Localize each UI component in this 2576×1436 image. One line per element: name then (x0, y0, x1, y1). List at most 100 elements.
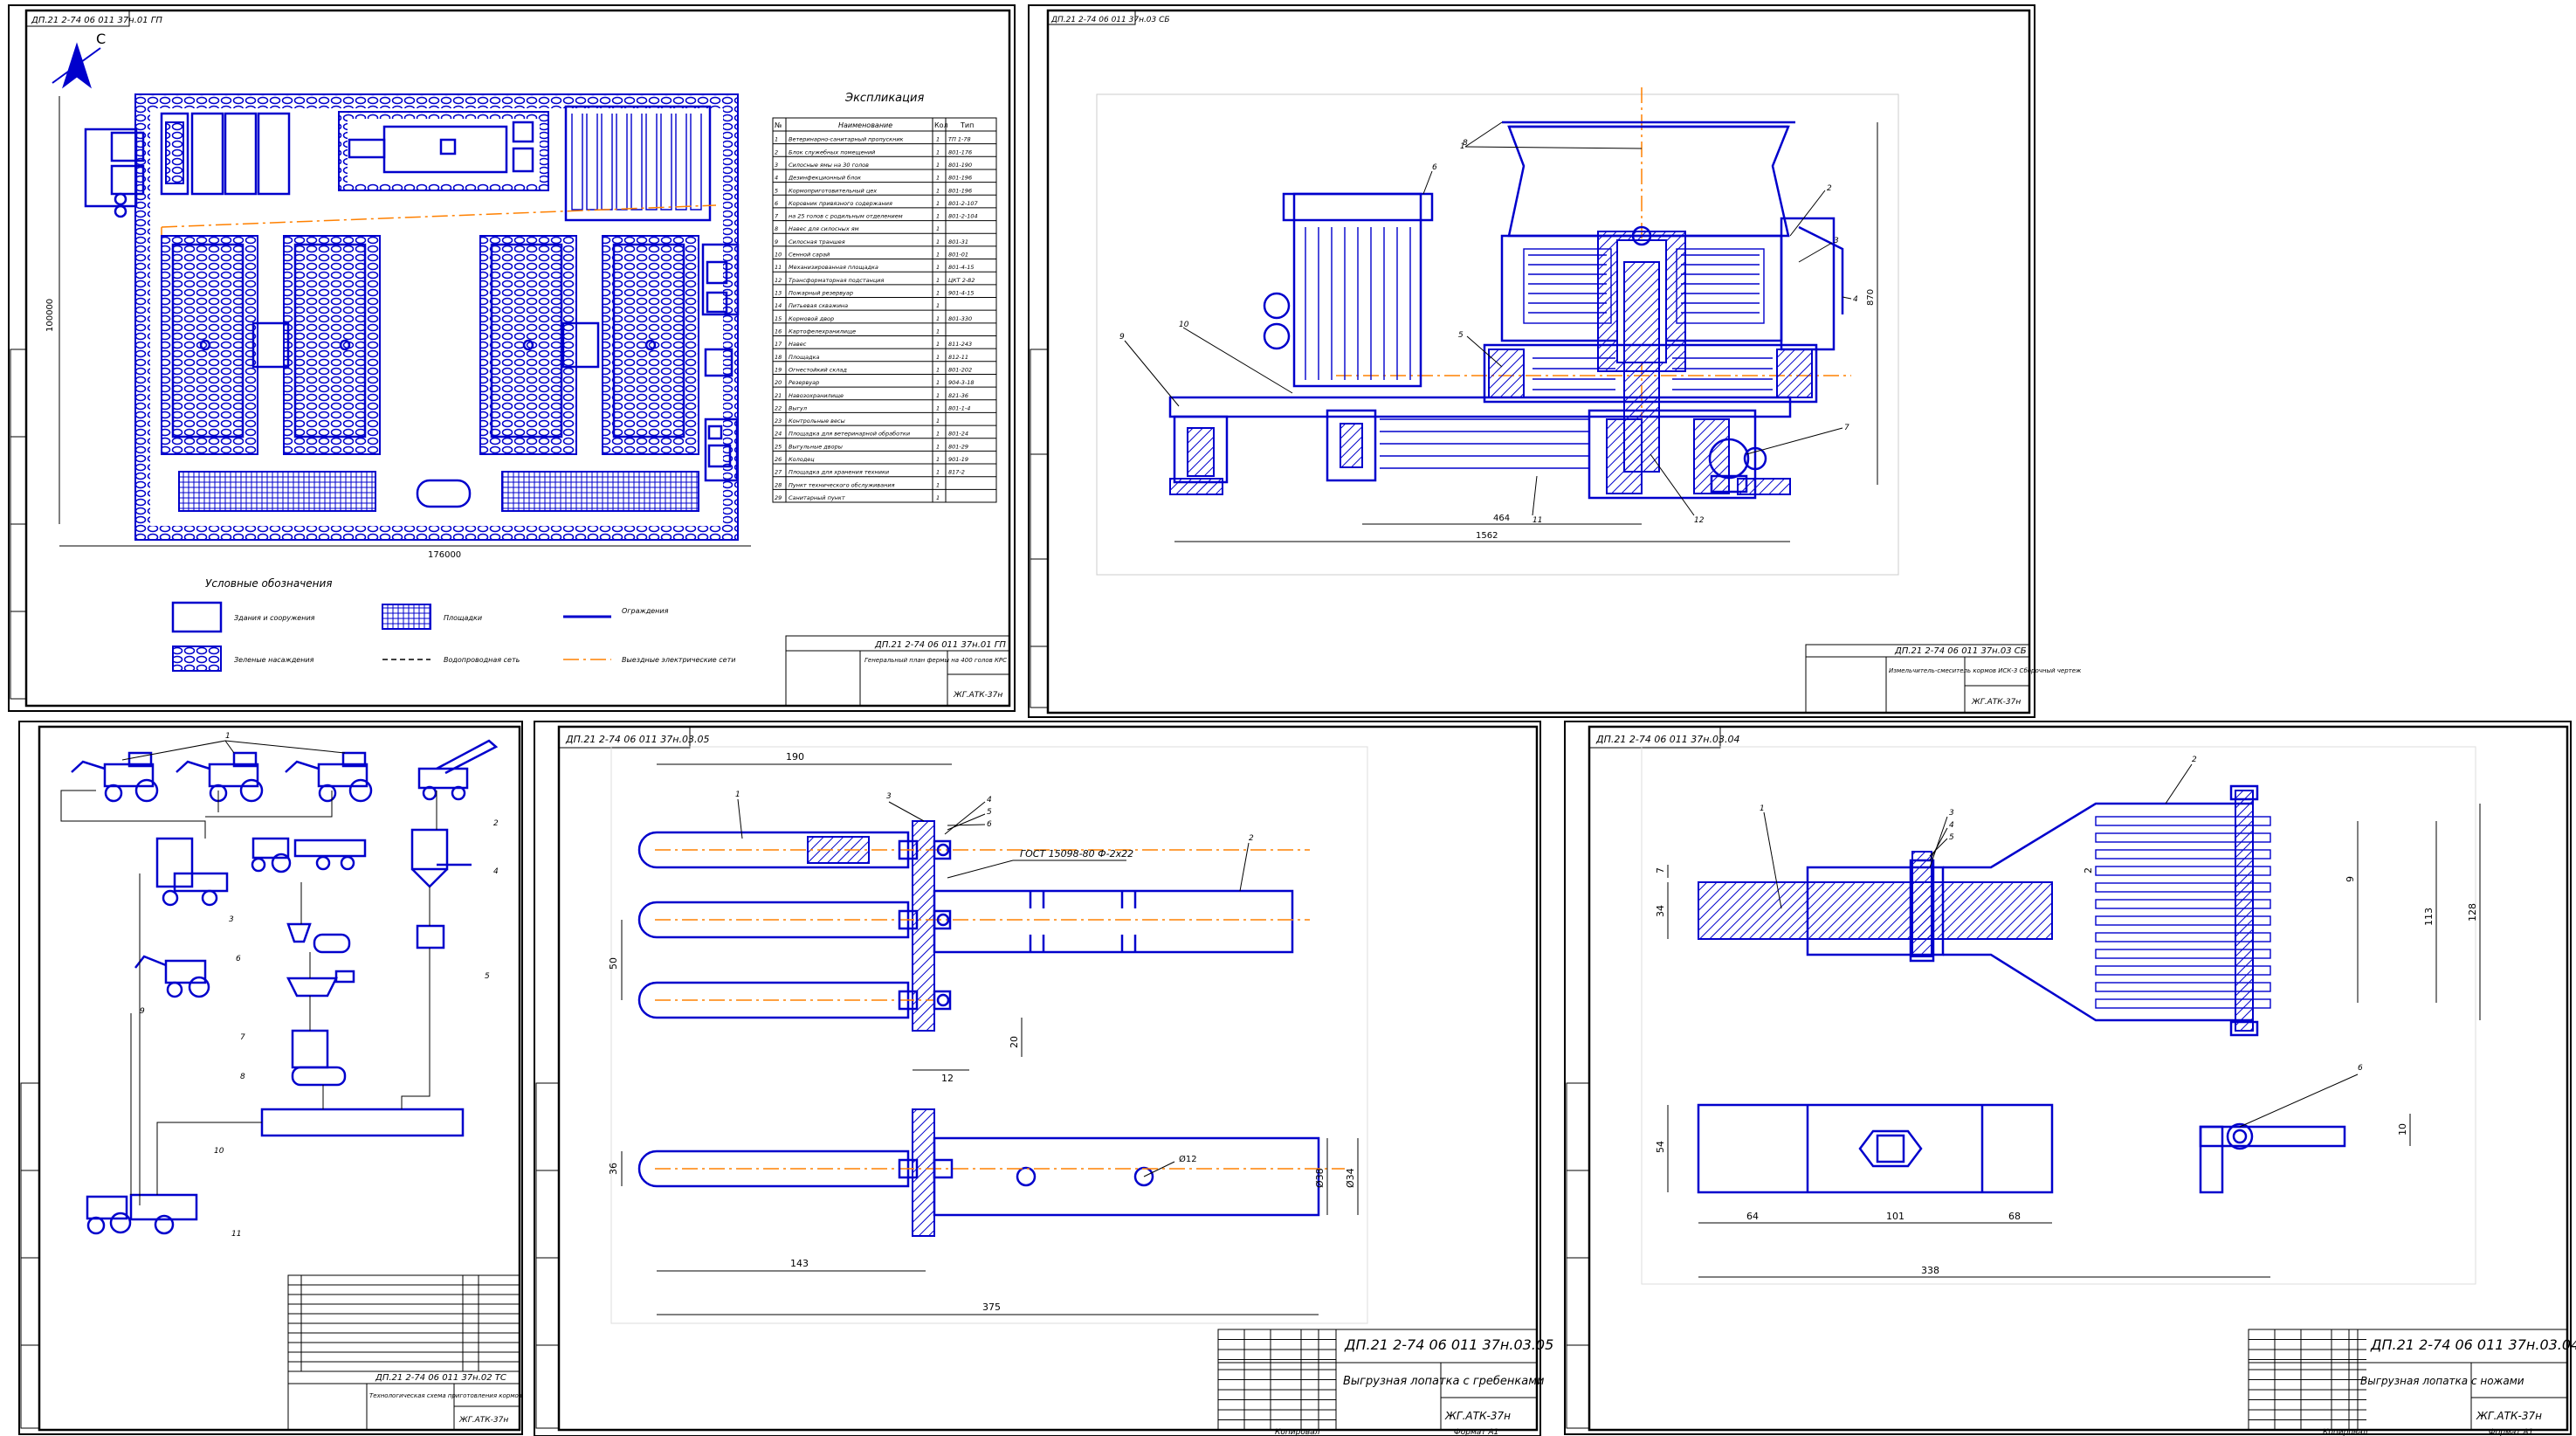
explication-cell: 28 (775, 481, 782, 488)
explication-cell: 801-4-15 (948, 264, 975, 271)
explication-cell: 4 (775, 175, 778, 182)
comb-part-label: 6 (987, 820, 992, 829)
sheet3-stamp: ДП.21 2-74 06 011 37н.02 ТС (375, 1373, 506, 1383)
explication-cell: на 25 голов с родильным отделением (789, 213, 903, 220)
knife-dim-128: 128 (2467, 903, 2478, 922)
explication-cell: 3 (775, 162, 778, 169)
knife-part-label: 1 (1760, 804, 1765, 813)
dim-hole: Ø12 (1179, 1154, 1197, 1164)
scheme-label: 4 (493, 867, 499, 876)
sheet4-title-block: ДП.21 2-74 06 011 37н.03.05 Выгрузная ло… (1217, 1329, 1553, 1436)
part-label: 8 (1463, 139, 1468, 148)
explication-cell: Силосные ямы на 30 голов (789, 162, 869, 169)
comb-part-label: 3 (886, 792, 892, 801)
explication-cell: Выгул (789, 404, 807, 411)
explication-cell: Дезинфекционный блок (788, 175, 861, 182)
explication-cell: 1 (936, 418, 940, 425)
part-label: 3 (1834, 237, 1839, 245)
explication-cell: 1 (936, 162, 940, 169)
comb-part-label: 2 (1249, 834, 1254, 843)
knife-dim-10: 10 (2397, 1123, 2408, 1136)
explication-cell: 801-330 (948, 315, 972, 322)
scheme-label: 3 (229, 915, 234, 924)
explication-cell: Выгульные дворы (789, 443, 843, 450)
explication-cell: 1 (936, 277, 940, 284)
right-silo-group (564, 105, 712, 222)
sheet-general-plan: ДП.21 2-74 06 011 37н.01 ГП С 100000 176… (8, 4, 1016, 712)
table-header-count: Кол (934, 121, 948, 129)
explication-cell: Навес (789, 341, 807, 348)
explication-cell: Площадка для ветеринарной обработки (789, 431, 910, 438)
sheet5-copied: Копировал (2323, 1428, 2368, 1436)
legend-building-swatch (171, 601, 223, 633)
scheme-label: 9 (140, 1007, 145, 1016)
part-label: 2 (1827, 184, 1832, 193)
explication-cell: 25 (775, 443, 782, 450)
explication-cell: 801-24 (948, 431, 968, 438)
explication-cell: 1 (936, 175, 940, 182)
sheet2-stamp: ДП.21 2-74 06 011 37н.03 СБ (1894, 646, 2027, 656)
knife-dim-101: 101 (1886, 1211, 1904, 1222)
sheet4-stamp: ДП.21 2-74 06 011 37н.03.05 (1344, 1336, 1553, 1353)
explication-cell: 9 (775, 238, 778, 245)
scheme-label: 2 (493, 819, 499, 828)
table-header-no: № (775, 121, 782, 129)
explication-cell: 1 (936, 494, 940, 501)
explication-cell: 801-176 (948, 148, 972, 155)
explication-cell: 1 (936, 431, 940, 438)
knife-dim-68: 68 (2008, 1211, 2021, 1222)
tractor-icon (285, 751, 373, 803)
legend-green: Зеленые насаждения (234, 656, 314, 664)
overall-height-dim: 870 (1866, 289, 1876, 306)
explication-cell: 1 (936, 379, 940, 386)
site-width-dim: 176000 (428, 550, 461, 560)
part-label: 4 (1853, 295, 1858, 304)
explication-cell: 1 (936, 264, 940, 271)
knife-dim-54: 54 (1655, 1141, 1666, 1153)
knife-part-label: 2 (2192, 756, 2197, 764)
scheme-label: 7 (240, 1033, 245, 1042)
sheet3-title-name: Технологическая схема приготовления корм… (369, 1392, 522, 1399)
knife-dim-64: 64 (1746, 1211, 1759, 1222)
explication-cell: 1 (936, 354, 940, 361)
sheet3-spec-table (287, 1274, 520, 1372)
sheet5-format: Формат А1 (2489, 1428, 2533, 1436)
explication-cell: 21 (775, 392, 782, 399)
explication-cell: 1 (936, 200, 940, 207)
explication-cell: 1 (936, 213, 940, 220)
part-label: 9 (1119, 333, 1125, 342)
explication-cell: 901-19 (948, 456, 968, 463)
part-label: 5 (1458, 331, 1464, 340)
explication-cell: 801-31 (948, 238, 968, 245)
explication-cell: 811-243 (948, 341, 972, 348)
scheme-equipment (60, 739, 499, 1235)
explication-cell: 801-196 (948, 187, 972, 194)
legend-power: Выездные электрические сети (622, 656, 735, 664)
sheet4-copied: Копировал (1275, 1428, 1320, 1436)
sheet5-title-name: Выгрузная лопатка с ножами (2360, 1375, 2524, 1387)
sheet1-stamp-rotated: ДП.21 2-74 06 011 37н.01 ГП (31, 16, 162, 25)
sheet4-format: Формат А1 (1454, 1428, 1498, 1436)
knife-side-view (1697, 1103, 2346, 1194)
table-header-name: Наименование (838, 121, 892, 129)
explication-cell: 904-3-18 (948, 379, 975, 386)
explication-cell: 1 (936, 456, 940, 463)
sheet5-stamp-rotated: ДП.21 2-74 06 011 37н.03.04 (1595, 734, 1739, 745)
sheet-shovel-combs: ДП.21 2-74 06 011 37н.03.05 (534, 721, 1553, 1436)
explication-cell: 5 (775, 187, 778, 194)
knife-part-label: 3 (1949, 809, 1954, 818)
explication-cell: 1 (936, 443, 940, 450)
explication-cell: Кормоприготовительный цех (789, 187, 877, 194)
explication-cell: 1 (936, 136, 940, 143)
